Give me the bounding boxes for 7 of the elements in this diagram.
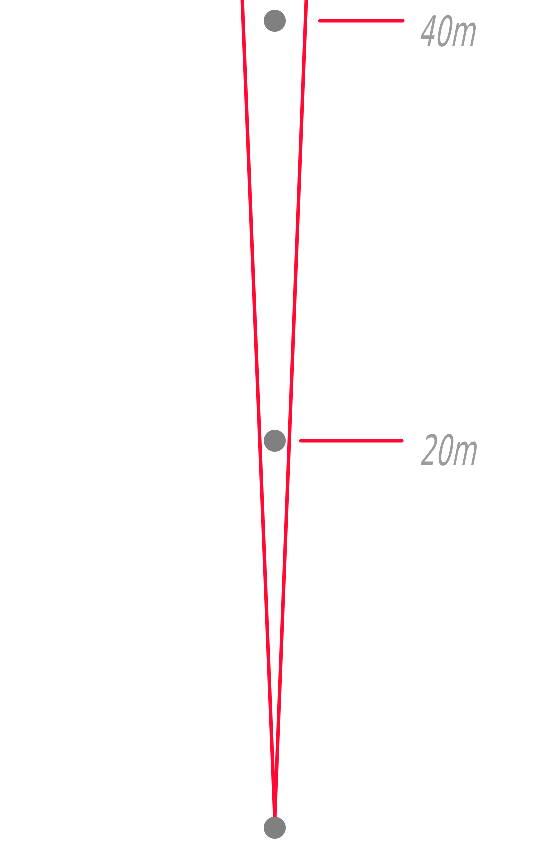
dot xyxy=(264,10,286,32)
leader-line xyxy=(318,19,405,23)
distance-label: 20m xyxy=(421,434,477,466)
distance-label: 40m xyxy=(420,15,476,47)
dot xyxy=(264,817,286,839)
leader-line xyxy=(299,439,404,443)
dot xyxy=(264,430,286,452)
